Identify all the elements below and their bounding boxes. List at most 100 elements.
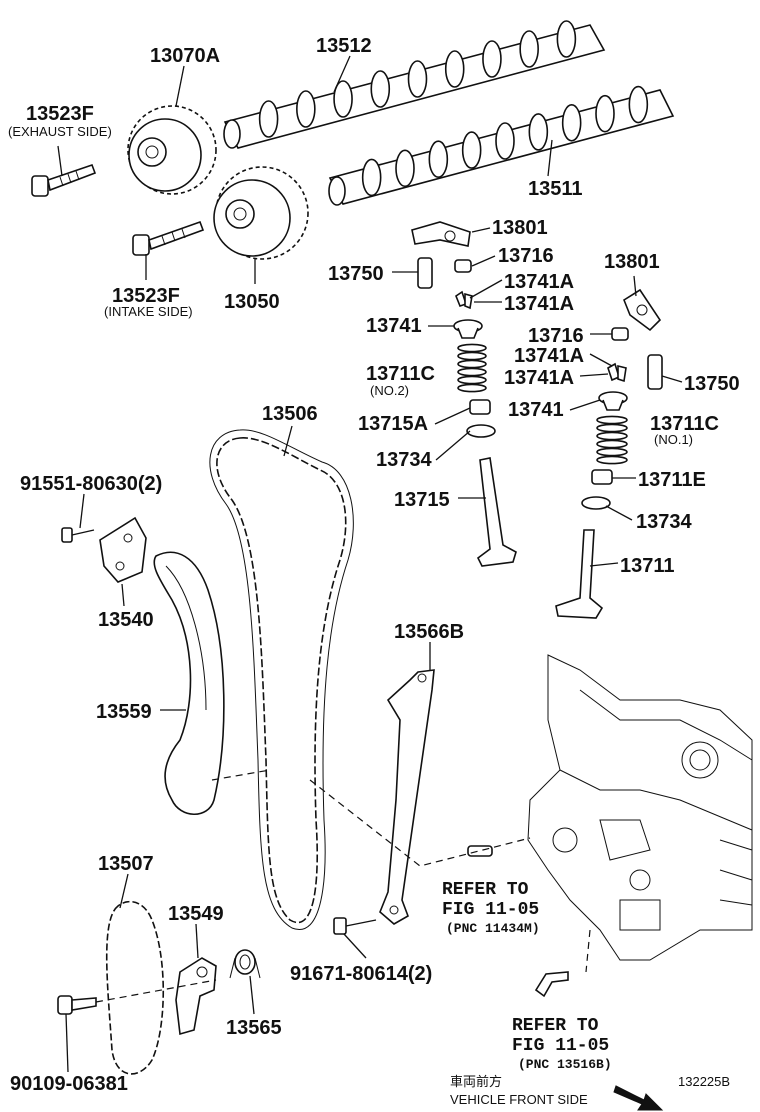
pivot-bolt bbox=[57, 995, 97, 1015]
label-13711: 13711 bbox=[620, 555, 675, 577]
label-13523f-exhaust: 13523F bbox=[26, 103, 94, 125]
valve-stem-cap-b bbox=[611, 327, 629, 341]
label-no2: (NO.2) bbox=[370, 383, 409, 398]
label-13070a: 13070A bbox=[150, 45, 220, 67]
label-13523f-intake: 13523F bbox=[112, 285, 180, 307]
roller-rocker-arm-b bbox=[623, 288, 662, 332]
label-13741a-4: 13741A bbox=[504, 367, 574, 389]
label-13511: 13511 bbox=[528, 178, 583, 200]
exhaust-camshaft bbox=[223, 20, 606, 149]
intake-cam-lobe bbox=[495, 122, 515, 160]
intake-side-bolt bbox=[132, 220, 205, 256]
exhaust-cam-lobe bbox=[556, 20, 577, 58]
valve-keepers-b bbox=[607, 362, 627, 383]
refer-to-2-line1: REFER TO bbox=[512, 1016, 599, 1036]
refer-to-1-line1: REFER TO bbox=[442, 880, 529, 900]
vehicle-front-arrow bbox=[613, 1085, 664, 1111]
label-13741a-1: 13741A bbox=[504, 271, 574, 293]
exhaust-cam-lobe bbox=[444, 50, 465, 88]
label-13750-a: 13750 bbox=[328, 263, 384, 285]
label-13540: 13540 bbox=[98, 609, 154, 631]
spring-coil bbox=[596, 423, 628, 433]
spring-seat-b bbox=[591, 469, 613, 485]
valve-stem-cap-a bbox=[454, 259, 472, 273]
valve-stem-seal-b bbox=[581, 496, 611, 510]
exhaust-valve bbox=[476, 457, 517, 567]
label-13507: 13507 bbox=[98, 853, 154, 875]
leader-lines bbox=[57, 55, 683, 1073]
spring-coil bbox=[596, 447, 628, 457]
label-13741-b: 13741 bbox=[508, 399, 564, 421]
intake-cam-lobe bbox=[395, 149, 415, 188]
intake-cam-lobe bbox=[528, 113, 549, 151]
dowel-pin bbox=[467, 845, 493, 857]
refer-to-1-line2: FIG 11-05 bbox=[442, 900, 539, 920]
vehicle-front-en: VEHICLE FRONT SIDE bbox=[450, 1092, 588, 1107]
tensioner-spring bbox=[229, 949, 261, 979]
refer-to-2-line2: FIG 11-05 bbox=[512, 1036, 609, 1056]
exhaust-side-bolt bbox=[31, 163, 97, 197]
valve-spring-b bbox=[596, 415, 628, 465]
roller-rocker-arm-a bbox=[411, 221, 471, 247]
spring-retainer-a bbox=[453, 319, 483, 339]
label-13716-a: 13716 bbox=[498, 245, 554, 267]
exhaust-cam-lobe bbox=[258, 100, 279, 138]
label-13711c-b: 13711C bbox=[650, 413, 719, 435]
tensioner-bolt bbox=[61, 527, 95, 543]
exhaust-cam-lobe bbox=[333, 80, 353, 118]
intake-cam-lobe bbox=[628, 85, 649, 124]
chain-tensioner-slipper bbox=[153, 551, 225, 815]
spring-coil bbox=[457, 351, 487, 361]
lash-adjuster-b bbox=[647, 354, 663, 390]
label-no1: (NO.1) bbox=[654, 432, 693, 447]
label-13741a-2: 13741A bbox=[504, 293, 574, 315]
refer-to-2-line3: (PNC 13516B) bbox=[518, 1057, 612, 1072]
label-13734-a: 13734 bbox=[376, 449, 432, 471]
label-13716-b: 13716 bbox=[528, 325, 584, 347]
exhaust-cam-lobe bbox=[296, 90, 316, 128]
intake-cam-lobe bbox=[561, 103, 582, 142]
intake-cam-timing-gear bbox=[213, 166, 309, 260]
oil-pump-chain-tensioner-plate bbox=[175, 957, 217, 1036]
spring-seat-a bbox=[469, 399, 491, 415]
intake-cam-lobe bbox=[595, 94, 615, 133]
vehicle-front-jp: 車両前方 bbox=[450, 1074, 502, 1089]
label-13801-b: 13801 bbox=[604, 251, 660, 273]
label-90109: 90109-06381 bbox=[10, 1073, 128, 1095]
label-13565: 13565 bbox=[226, 1017, 282, 1039]
label-13566b: 13566B bbox=[394, 621, 464, 643]
part-number-labels: 13070A 13512 13523F (EXHAUST SIDE) 13511… bbox=[8, 35, 740, 1107]
label-13741-a: 13741 bbox=[366, 315, 422, 337]
intake-valve bbox=[555, 529, 604, 619]
exhaust-cam-lobe bbox=[482, 40, 502, 78]
guide-bolt bbox=[333, 917, 377, 935]
label-13715: 13715 bbox=[394, 489, 450, 511]
exhaust-cam-lobe bbox=[519, 30, 539, 68]
intake-camshaft bbox=[328, 85, 675, 206]
refer-to-1-line3: (PNC 11434M) bbox=[446, 921, 540, 936]
spring-coil bbox=[457, 383, 487, 393]
chain-vibration-damper bbox=[379, 669, 435, 925]
intake-cam-lobe bbox=[461, 131, 482, 169]
exhaust-cam-timing-gear bbox=[127, 105, 217, 195]
oil-pump-drive-chain bbox=[105, 900, 165, 1075]
oil-pipe bbox=[534, 971, 569, 998]
label-exhaust-side: (EXHAUST SIDE) bbox=[8, 124, 112, 139]
intake-cam-lobe bbox=[428, 140, 449, 179]
lash-adjuster-a bbox=[417, 257, 433, 289]
spring-coil bbox=[457, 359, 487, 369]
label-13711c-a: 13711C bbox=[366, 363, 435, 385]
label-intake-side: (INTAKE SIDE) bbox=[104, 304, 193, 319]
label-13741a-3: 13741A bbox=[514, 345, 584, 367]
figure-id: 132225B bbox=[678, 1074, 730, 1089]
cylinder-block-outline bbox=[527, 654, 753, 961]
spring-coil bbox=[596, 439, 628, 449]
chain-tensioner bbox=[99, 516, 147, 583]
label-13715a: 13715A bbox=[358, 413, 428, 435]
valve-stem-seal-a bbox=[466, 424, 496, 438]
valve-spring-a bbox=[457, 343, 487, 393]
label-13711e: 13711E bbox=[638, 469, 706, 491]
spring-retainer-b bbox=[598, 391, 628, 411]
